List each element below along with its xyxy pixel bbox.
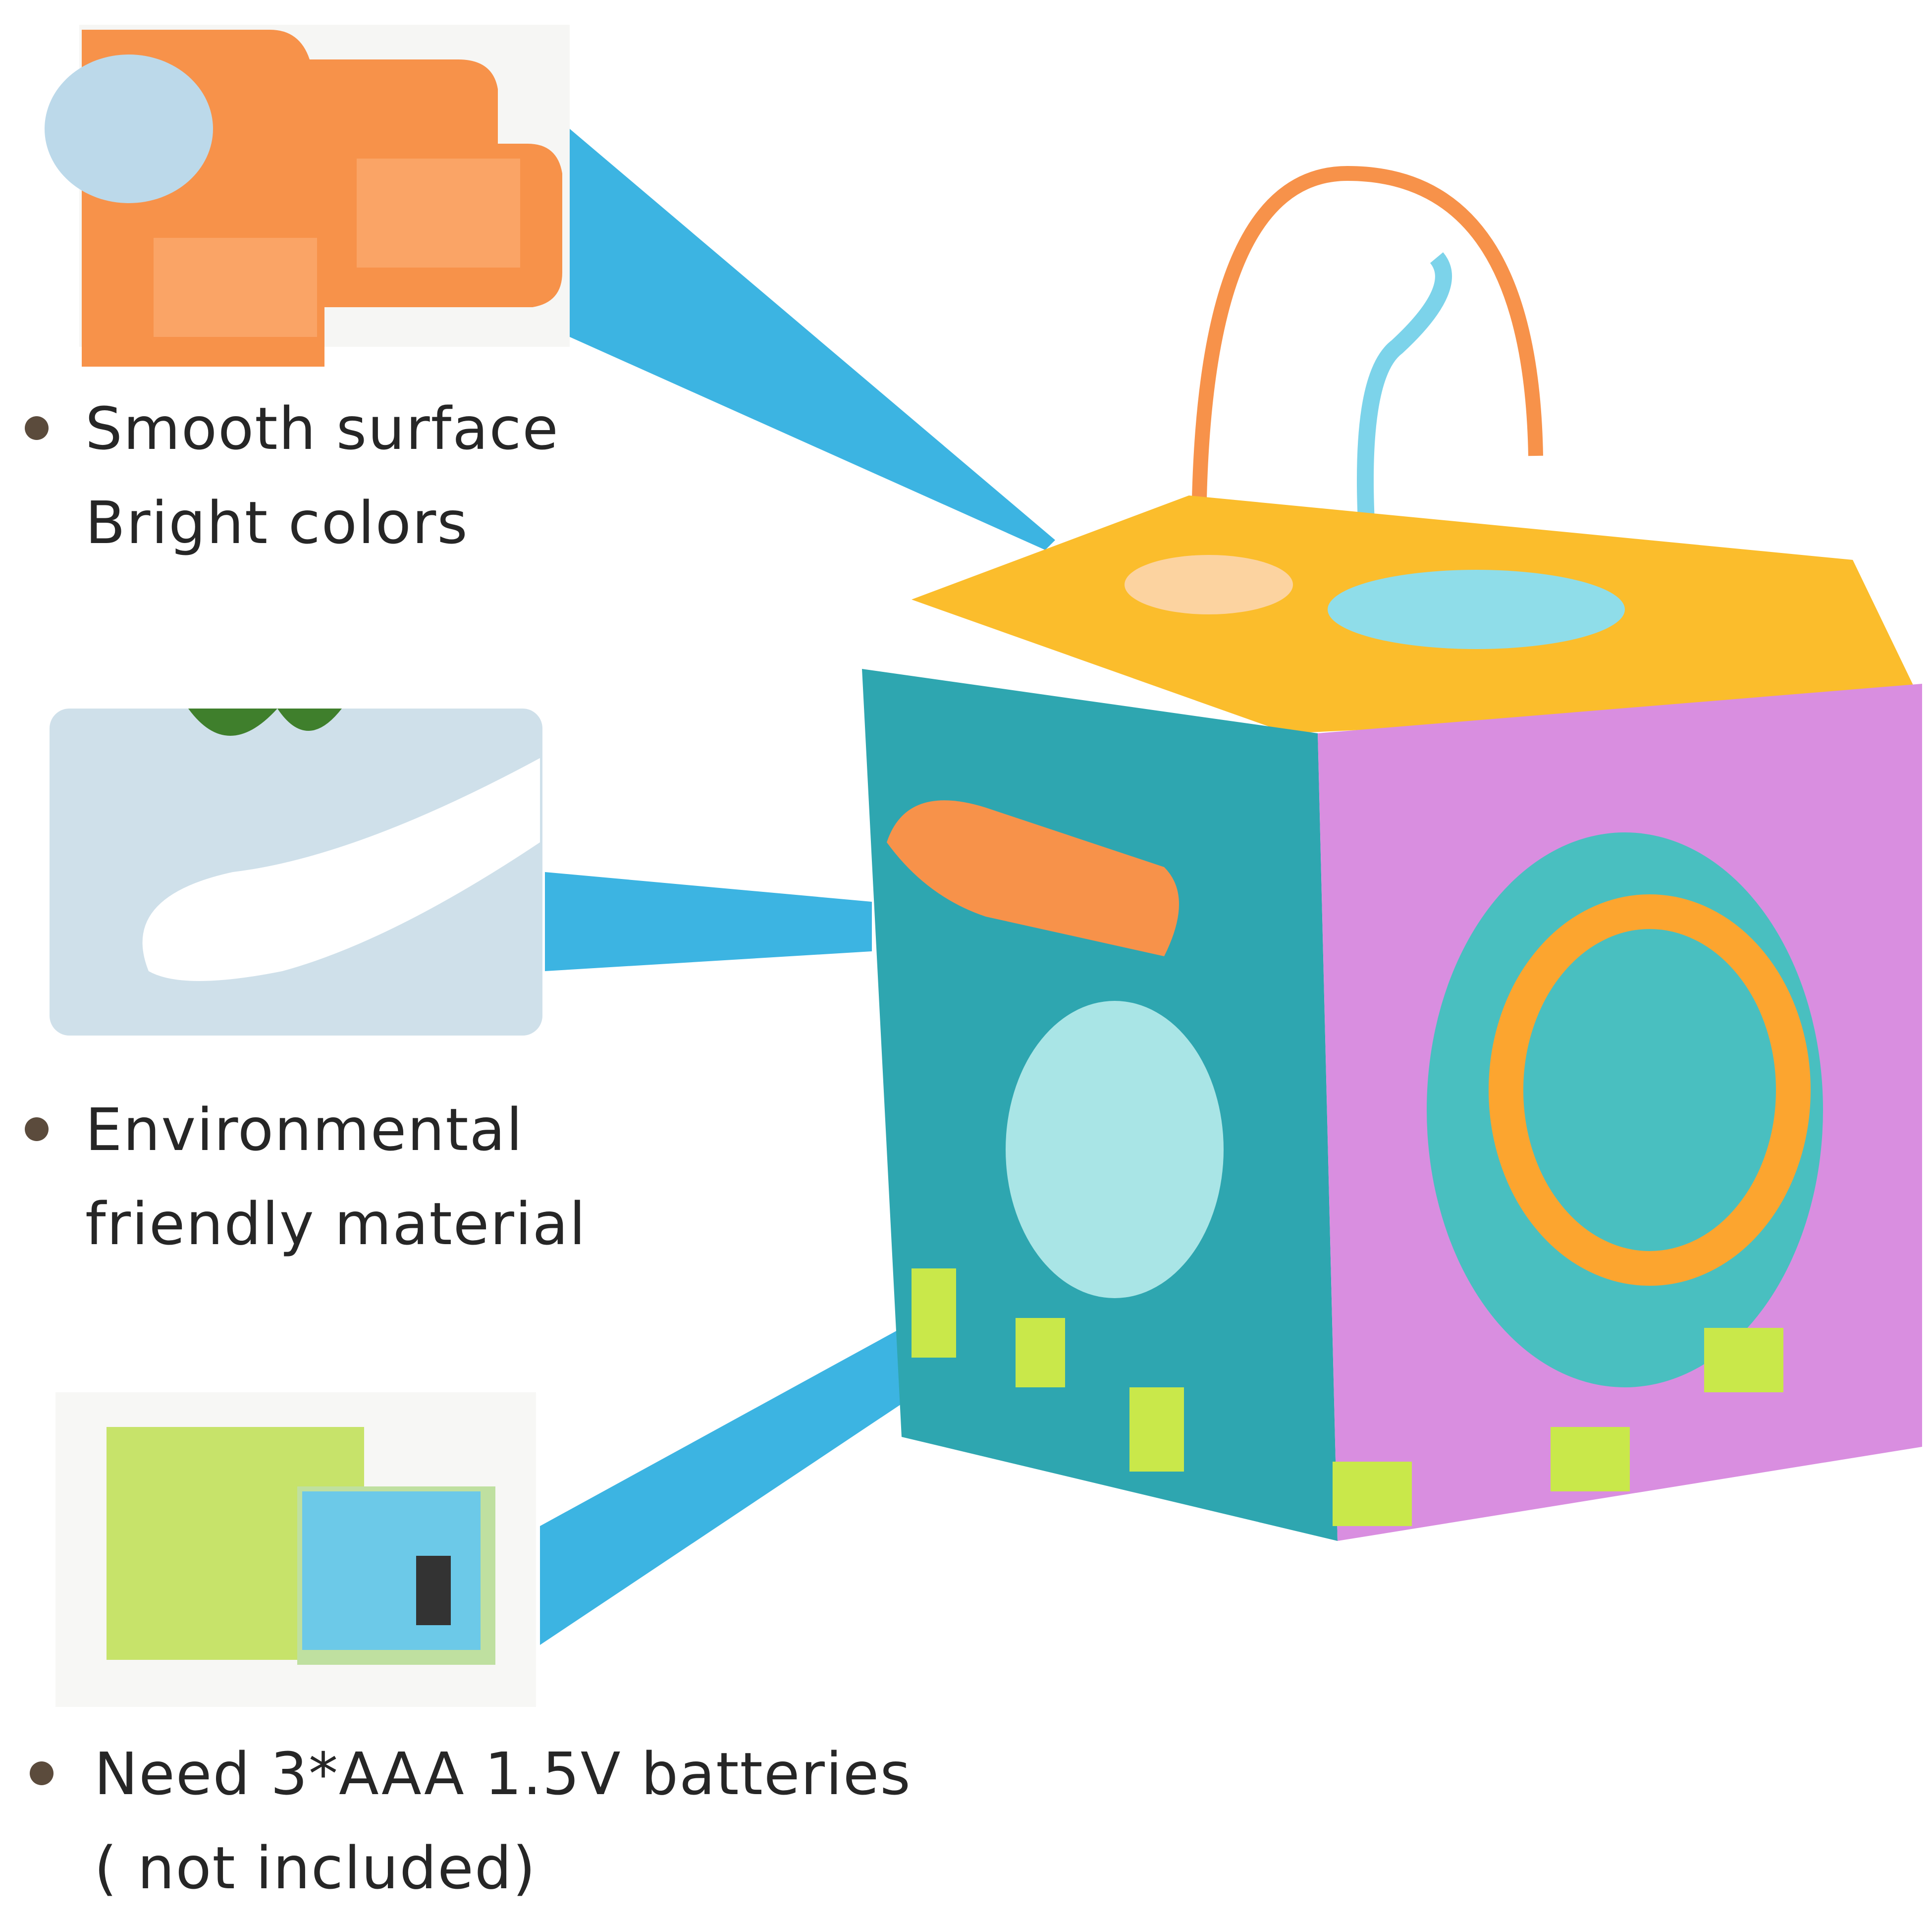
feature-line: Environmental	[85, 1095, 524, 1164]
feature-line: Smooth surface	[85, 394, 559, 463]
feature-line: ( not included)	[94, 1834, 537, 1902]
activity-cube	[862, 165, 1922, 1541]
inset-smooth-surface	[45, 25, 570, 367]
bullet-icon	[30, 1761, 54, 1785]
feature-batteries: Need 3*AAA 1.5V batteries ( not included…	[94, 1727, 912, 1915]
connector-2	[545, 872, 872, 971]
feature-line: Need 3*AAA 1.5V batteries	[94, 1740, 912, 1808]
inset-batteries	[55, 1392, 536, 1707]
inset-material	[50, 709, 542, 1036]
feature-smooth-surface: Smooth surface Bright colors	[85, 382, 559, 570]
feature-line: Bright colors	[85, 489, 469, 557]
feature-line: friendly material	[85, 1190, 587, 1258]
bullet-icon	[25, 416, 49, 440]
connector-1	[570, 129, 1055, 550]
feature-material: Environmental friendly material	[85, 1083, 587, 1271]
connector-3	[540, 1298, 986, 1645]
bullet-icon	[25, 1117, 49, 1141]
